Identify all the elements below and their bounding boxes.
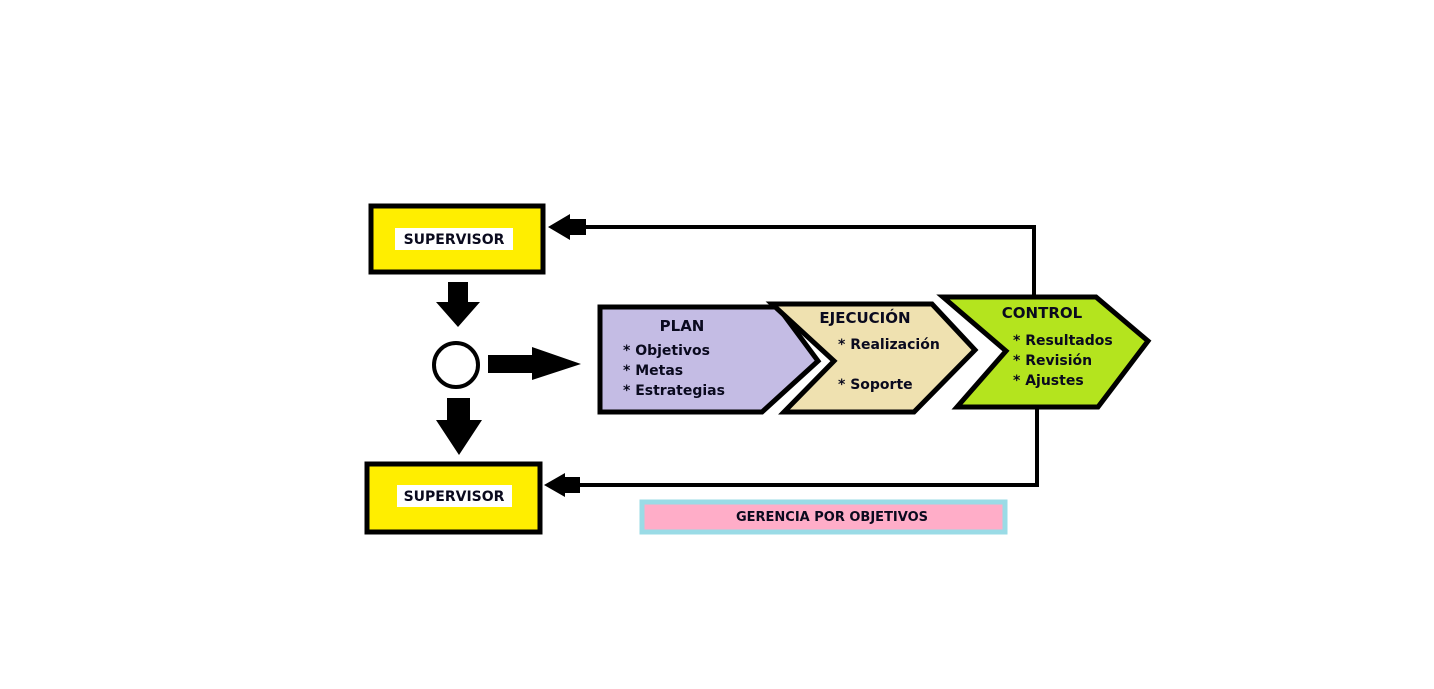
bottom-supervisor-label: SUPERVISOR [404,489,505,505]
feedback-line-bottom [544,408,1039,497]
right-arrow-icon [488,347,581,380]
top-supervisor-box: SUPERVISOR [368,203,546,275]
down-arrow-icon [436,398,482,455]
control-title: CONTROL [1002,304,1083,322]
top-supervisor-label-bg [395,228,513,250]
ejecucion-item: * Soporte [838,377,913,393]
top-supervisor-label: SUPERVISOR [404,232,505,248]
stage-plan: PLAN * Objetivos * Metas * Estrategias [597,304,822,415]
control-item: * Revisión [1013,353,1092,369]
control-item: * Ajustes [1013,373,1084,389]
bottom-supervisor-label-bg [397,485,512,507]
ejecucion-chevron [765,301,979,415]
plan-item: * Estrategias [623,383,725,399]
title-banner-box [639,499,1008,535]
plan-item: * Metas [623,363,683,379]
down-arrow-icon [436,282,480,327]
plan-title: PLAN [660,317,705,335]
stage-control: CONTROL * Resultados * Revisión * Ajuste… [936,294,1152,410]
plan-item: * Objetivos [623,343,710,359]
stage-ejecucion: EJECUCIÓN * Realización * Soporte [765,301,979,415]
control-chevron [936,294,1152,410]
left-arrow-icon [548,214,586,240]
ejecucion-title: EJECUCIÓN [819,308,910,327]
plan-chevron [597,304,822,415]
control-item: * Resultados [1013,333,1113,349]
junction-circle [432,341,480,389]
title-banner: GERENCIA POR OBJETIVOS [639,499,1008,535]
feedback-line-top [548,214,1036,296]
bottom-supervisor-box: SUPERVISOR [364,461,543,535]
left-arrow-icon [544,473,580,497]
title-banner-label: GERENCIA POR OBJETIVOS [736,510,928,525]
ejecucion-item: * Realización [838,337,940,353]
